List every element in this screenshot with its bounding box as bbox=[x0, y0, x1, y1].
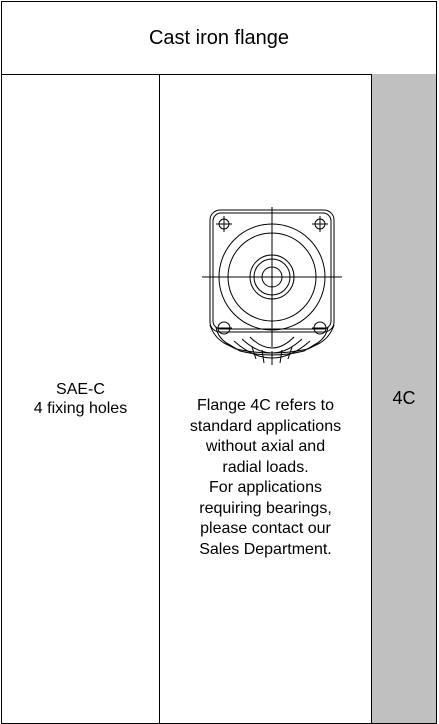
table-header: Cast iron flange bbox=[1, 1, 437, 75]
description-text: Flange 4C refers to standard application… bbox=[160, 396, 371, 560]
mounting-standard: SAE-C bbox=[56, 380, 105, 398]
flange-drawing bbox=[202, 207, 342, 365]
description-line: radial loads. bbox=[222, 458, 309, 476]
flange-code: 4C bbox=[392, 388, 416, 408]
flange-code-cell: 4C bbox=[371, 74, 437, 724]
description-line: Flange 4C refers to bbox=[197, 397, 334, 414]
description-line: standard applications bbox=[189, 417, 342, 435]
description-line: Sales Department. bbox=[199, 540, 332, 558]
fixing-holes: 4 fixing holes bbox=[33, 399, 128, 417]
description-cell: Flange 4C refers to standard application… bbox=[159, 74, 371, 724]
mounting-type-cell: SAE-C 4 fixing holes bbox=[1, 74, 159, 724]
description-line: requiring bearings, bbox=[199, 499, 332, 517]
header-title: Cast iron flange bbox=[148, 26, 290, 49]
description-line: For applications bbox=[209, 479, 322, 496]
mounting-type-text: SAE-C 4 fixing holes bbox=[34, 380, 127, 418]
description-line: please contact our bbox=[200, 520, 331, 537]
description-line: without axial and bbox=[205, 438, 326, 455]
